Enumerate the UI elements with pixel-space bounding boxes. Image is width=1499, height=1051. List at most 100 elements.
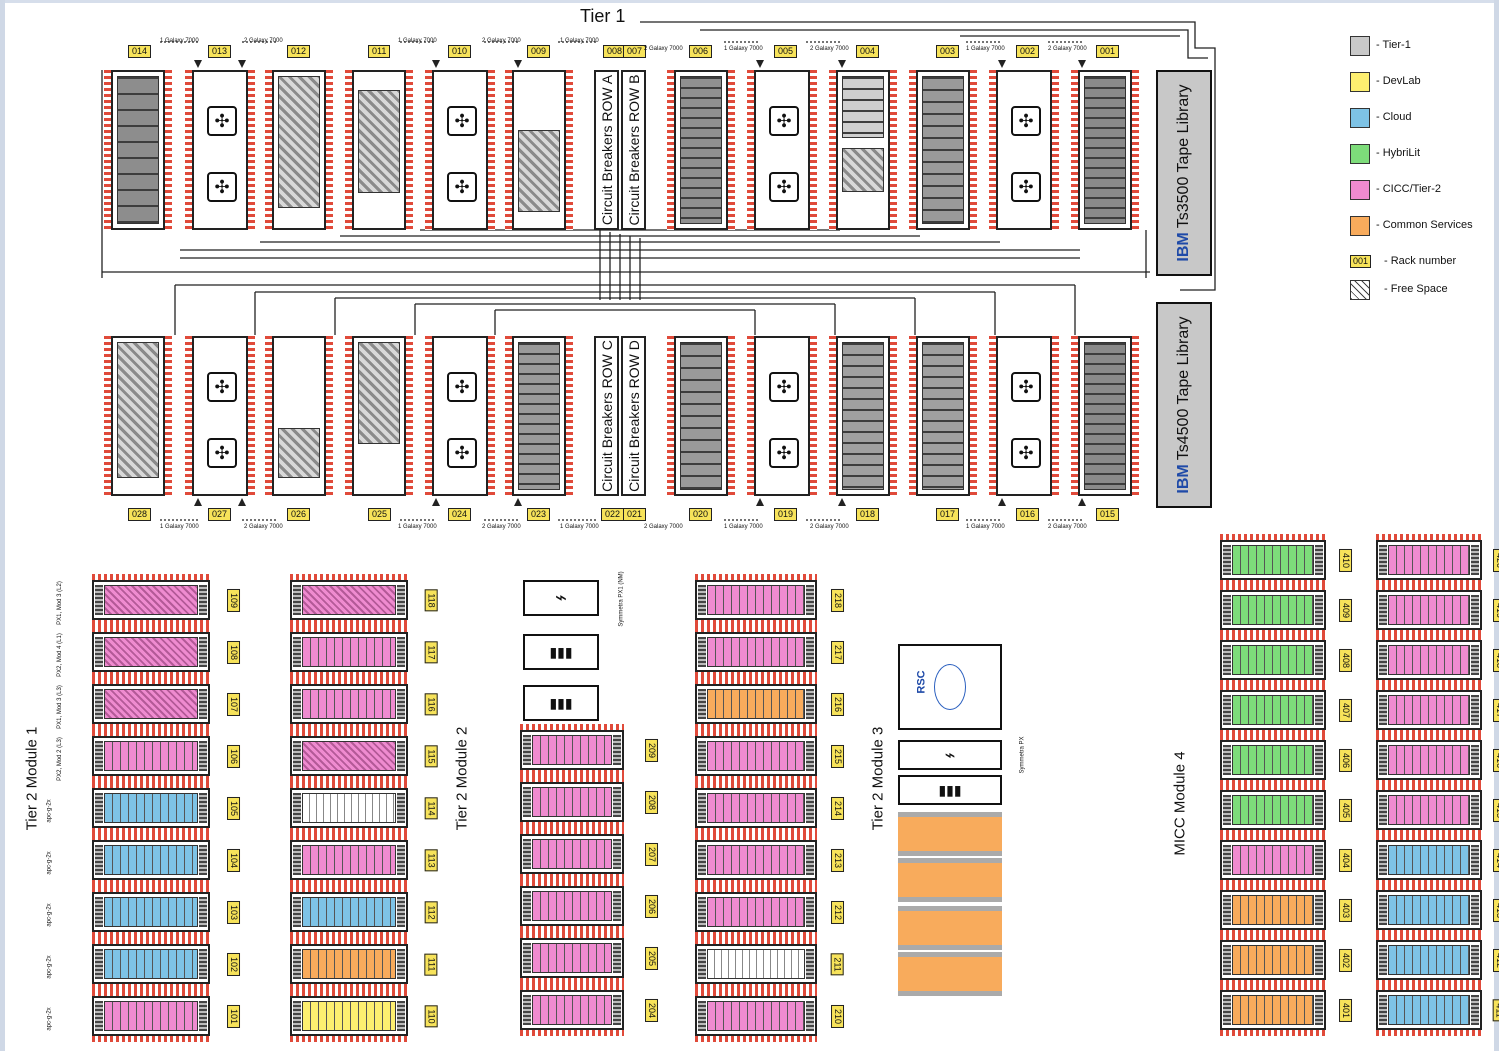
- rack-003[interactable]: [909, 70, 977, 230]
- module-rack[interactable]: [92, 678, 210, 730]
- module-rack[interactable]: [1220, 684, 1326, 736]
- rack-equipment: [707, 637, 805, 667]
- rack-equipment: [302, 845, 396, 875]
- module-rack[interactable]: [1376, 984, 1482, 1036]
- cooler-027[interactable]: ✣ ✣: [185, 336, 255, 496]
- module-rack[interactable]: [1220, 534, 1326, 586]
- module-rack[interactable]: [520, 932, 624, 984]
- module-rack[interactable]: [1220, 834, 1326, 886]
- module-rack[interactable]: [1376, 684, 1482, 736]
- module-rack[interactable]: [92, 938, 210, 990]
- cooler-005[interactable]: ✣ ✣: [747, 70, 817, 230]
- module-rack[interactable]: [290, 782, 408, 834]
- module-rack[interactable]: [1220, 634, 1326, 686]
- symmetra-ups-module3[interactable]: ⌁: [898, 740, 1002, 770]
- module-rack[interactable]: [695, 938, 817, 990]
- module-rack[interactable]: [695, 730, 817, 782]
- module-rack[interactable]: [695, 574, 817, 626]
- rack-equipment: [1232, 795, 1314, 825]
- module-rack[interactable]: [290, 626, 408, 678]
- module-rack[interactable]: [1376, 634, 1482, 686]
- symmetra-ups-module2[interactable]: ⌁: [523, 580, 599, 616]
- rack-006[interactable]: [667, 70, 735, 230]
- rack-018[interactable]: [829, 336, 897, 496]
- module-rack[interactable]: [1376, 584, 1482, 636]
- rack-number-label: 415: [1493, 798, 1499, 823]
- module-rack[interactable]: [290, 886, 408, 938]
- rack-023[interactable]: [505, 336, 573, 496]
- battery-cabinet-module3[interactable]: ▮▮▮: [898, 775, 1002, 805]
- module-rack[interactable]: [92, 730, 210, 782]
- circuit-breakers-row-c[interactable]: Circuit Breakers ROW C: [594, 336, 619, 496]
- module-rack[interactable]: [1220, 784, 1326, 836]
- battery-cabinet-2[interactable]: ▮▮▮: [523, 685, 599, 721]
- rack-017[interactable]: [909, 336, 977, 496]
- rack-001[interactable]: [1071, 70, 1139, 230]
- module-rack[interactable]: [290, 938, 408, 990]
- cooler-010[interactable]: ✣ ✣: [425, 70, 495, 230]
- module-rack[interactable]: [290, 678, 408, 730]
- module-rack[interactable]: [695, 678, 817, 730]
- circuit-breakers-row-b[interactable]: Circuit Breakers ROW B: [621, 70, 646, 230]
- common-services-rack-4[interactable]: [898, 952, 1002, 996]
- module-rack[interactable]: [520, 984, 624, 1036]
- cooler-013[interactable]: ✣ ✣: [185, 70, 255, 230]
- rack-grill: [293, 1001, 301, 1031]
- module-rack[interactable]: [92, 886, 210, 938]
- module-rack[interactable]: [92, 574, 210, 626]
- tape-library-ts3500[interactable]: IBMTs3500 Tape Library: [1156, 70, 1212, 276]
- module-rack[interactable]: [1376, 784, 1482, 836]
- module-rack[interactable]: [520, 880, 624, 932]
- rack-020[interactable]: [667, 336, 735, 496]
- module-rack[interactable]: [695, 626, 817, 678]
- rack-004[interactable]: [829, 70, 897, 230]
- module-rack[interactable]: [1220, 584, 1326, 636]
- module-rack[interactable]: [520, 776, 624, 828]
- module-rack[interactable]: [92, 834, 210, 886]
- cooler-016[interactable]: ✣ ✣: [989, 336, 1059, 496]
- common-services-rack-3[interactable]: [898, 906, 1002, 950]
- module-rack[interactable]: [92, 990, 210, 1042]
- module-rack[interactable]: [290, 574, 408, 626]
- rack-014[interactable]: [104, 70, 172, 230]
- module-rack[interactable]: [1220, 734, 1326, 786]
- cooler-019[interactable]: ✣ ✣: [747, 336, 817, 496]
- rack-009[interactable]: [505, 70, 573, 230]
- rack-grill: [1315, 645, 1323, 675]
- rack-026[interactable]: [265, 336, 333, 496]
- module-rack[interactable]: [92, 626, 210, 678]
- module-rack[interactable]: [290, 834, 408, 886]
- module-rack[interactable]: [1376, 934, 1482, 986]
- module-rack[interactable]: [92, 782, 210, 834]
- module-rack[interactable]: [695, 834, 817, 886]
- tape-library-ts4500[interactable]: IBMTs4500 Tape Library: [1156, 302, 1212, 508]
- rack-028[interactable]: [104, 336, 172, 496]
- common-services-rack-1[interactable]: [898, 812, 1002, 856]
- module-rack[interactable]: [1376, 534, 1482, 586]
- rsc-rack[interactable]: RSC: [898, 644, 1002, 730]
- common-services-rack-2[interactable]: [898, 858, 1002, 902]
- module-rack[interactable]: [290, 990, 408, 1042]
- rack-025[interactable]: [345, 336, 413, 496]
- cooler-power-label: 1 Galaxy 7000: [398, 524, 437, 530]
- battery-cabinet-1[interactable]: ▮▮▮: [523, 634, 599, 670]
- module-rack[interactable]: [1376, 734, 1482, 786]
- cooler-024[interactable]: ✣ ✣: [425, 336, 495, 496]
- module-rack[interactable]: [695, 990, 817, 1042]
- module-rack[interactable]: [695, 886, 817, 938]
- rack-011[interactable]: [345, 70, 413, 230]
- module-rack[interactable]: [1220, 934, 1326, 986]
- circuit-breakers-row-a[interactable]: Circuit Breakers ROW A: [594, 70, 619, 230]
- rack-012[interactable]: [265, 70, 333, 230]
- module-rack[interactable]: [290, 730, 408, 782]
- module-rack[interactable]: [1376, 834, 1482, 886]
- module-rack[interactable]: [1220, 884, 1326, 936]
- module-rack[interactable]: [1376, 884, 1482, 936]
- module-rack[interactable]: [520, 828, 624, 880]
- circuit-breakers-row-d[interactable]: Circuit Breakers ROW D: [621, 336, 646, 496]
- module-rack[interactable]: [1220, 984, 1326, 1036]
- module-rack[interactable]: [695, 782, 817, 834]
- rack-015[interactable]: [1071, 336, 1139, 496]
- module-rack[interactable]: [520, 724, 624, 776]
- cooler-002[interactable]: ✣ ✣: [989, 70, 1059, 230]
